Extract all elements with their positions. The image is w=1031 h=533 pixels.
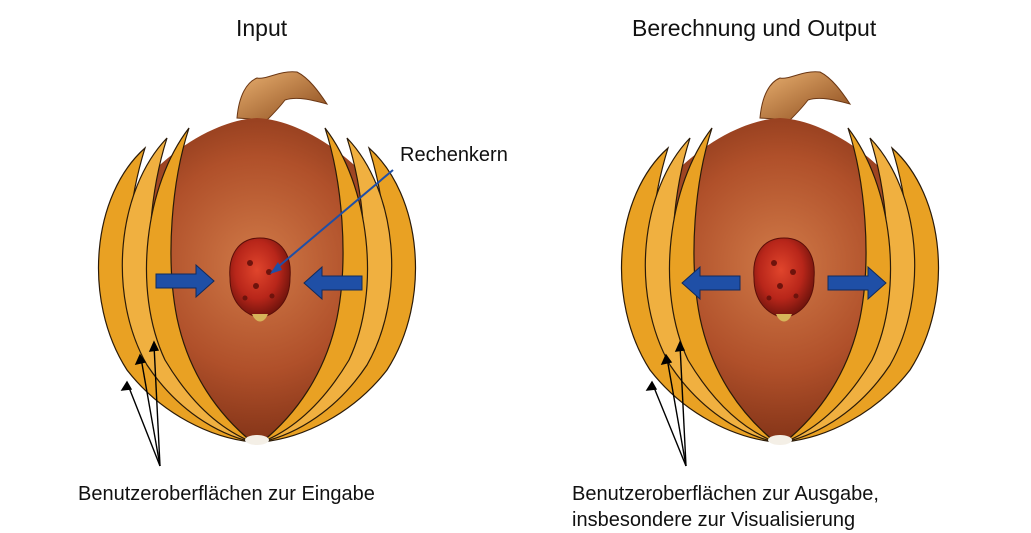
left-panel-title: Input	[236, 15, 287, 42]
right-panel-title: Berechnung und Output	[632, 15, 876, 42]
core-label: Rechenkern	[400, 142, 508, 168]
right-caption-line2: insbesondere zur Visualisierung	[572, 507, 855, 533]
right-caption-line1: Benutzeroberflächen zur Ausgabe,	[572, 481, 879, 507]
left-caption: Benutzeroberflächen zur Eingabe	[78, 481, 375, 507]
